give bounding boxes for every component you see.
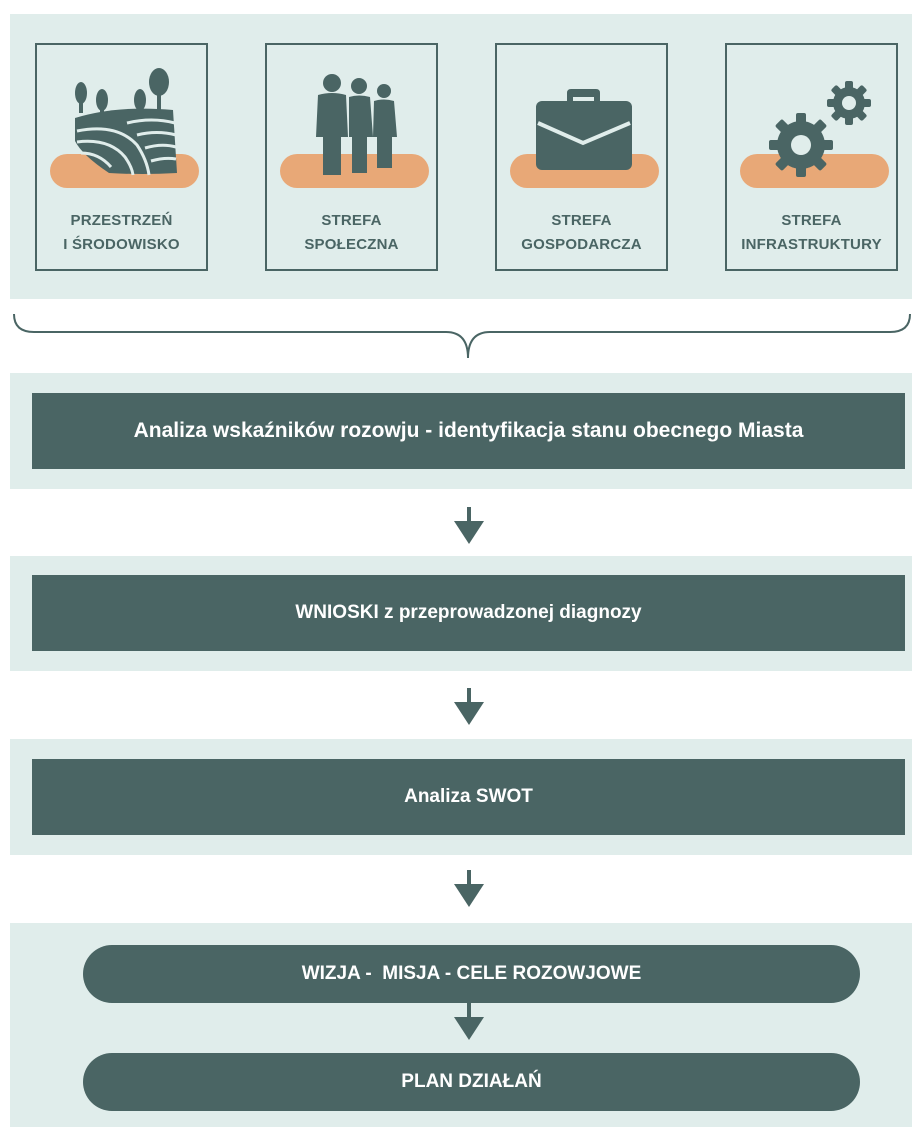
vision-step: WIZJA - MISJA - CELE ROZOWJOWE	[83, 945, 860, 1003]
arrow-down-icon	[454, 870, 484, 907]
arrow-down-icon	[454, 688, 484, 725]
card-label: STREFA SPOŁECZNA	[267, 209, 436, 257]
arrow-down-icon	[454, 507, 484, 544]
conclusions-step-label: WNIOSKI z przeprowadzonej diagnozy	[295, 602, 642, 623]
vision-step-label: WIZJA - MISJA - CELE ROZOWJOWE	[301, 963, 642, 984]
card-label-line2: I ŚRODOWISKO	[63, 236, 180, 253]
card-label-line2: GOSPODARCZA	[521, 236, 642, 253]
card-economic: STREFA GOSPODARCZA	[495, 43, 668, 271]
card-label: STREFA INFRASTRUKTURY	[727, 209, 896, 257]
card-label-line2: INFRASTRUKTURY	[741, 236, 882, 253]
curly-brace	[13, 313, 911, 359]
swot-step: Analiza SWOT	[32, 759, 905, 835]
card-label: PRZESTRZEŃ I ŚRODOWISKO	[37, 209, 206, 257]
analysis-step: Analiza wskaźników rozowju - identyfikac…	[32, 393, 905, 469]
card-label-line1: PRZESTRZEŃ	[70, 212, 173, 229]
card-infrastructure: STREFA INFRASTRUKTURY	[725, 43, 898, 271]
card-label-line1: STREFA	[781, 212, 842, 229]
arrow-down-icon	[454, 1003, 484, 1040]
people-icon	[316, 74, 397, 175]
card-label: STREFA GOSPODARCZA	[497, 209, 666, 257]
card-social: STREFA SPOŁECZNA	[265, 43, 438, 271]
plan-step-label: PLAN DZIAŁAŃ	[401, 1071, 542, 1092]
plan-step: PLAN DZIAŁAŃ	[83, 1053, 860, 1111]
card-label-line1: STREFA	[321, 212, 382, 229]
conclusions-step: WNIOSKI z przeprowadzonej diagnozy	[32, 575, 905, 651]
gears-icon	[769, 81, 871, 177]
analysis-step-label: Analiza wskaźników rozowju - identyfikac…	[133, 419, 804, 442]
swot-step-label: Analiza SWOT	[404, 786, 533, 807]
card-label-line2: SPOŁECZNA	[304, 236, 399, 253]
card-label-line1: STREFA	[551, 212, 612, 229]
briefcase-icon	[536, 89, 632, 170]
card-space-environment: PRZESTRZEŃ I ŚRODOWISKO	[35, 43, 208, 271]
landscape-icon	[75, 68, 177, 176]
